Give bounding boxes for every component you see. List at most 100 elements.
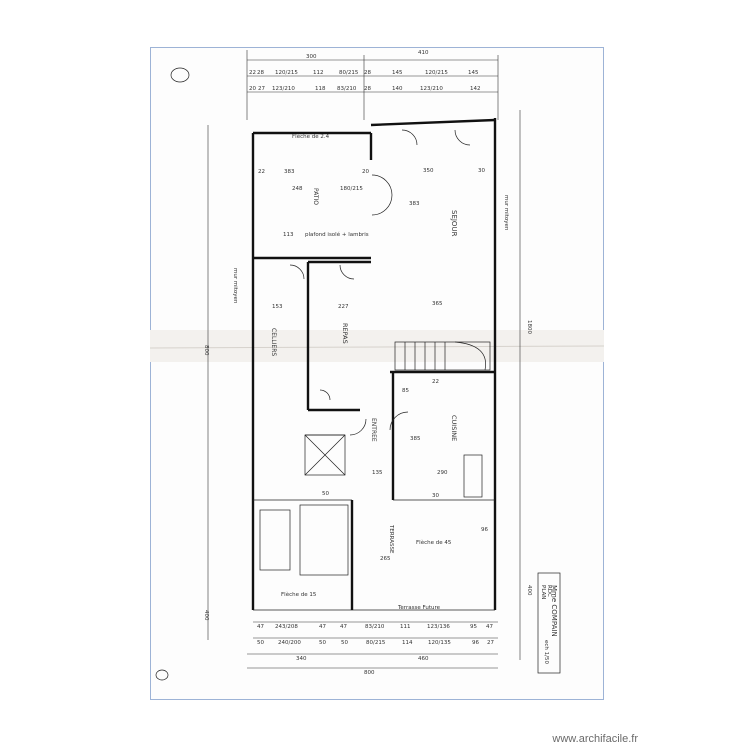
top-dim: 20 bbox=[249, 86, 256, 92]
note-mur-mitoyen-right: mur mitoyen bbox=[503, 195, 509, 231]
interior-dim: 180/215 bbox=[340, 186, 363, 192]
top-dim: 112 bbox=[313, 70, 324, 76]
interior-dim: 383 bbox=[284, 169, 295, 175]
bottom-dim: 27 bbox=[487, 640, 494, 646]
room-label-terrasse: TERRASSE bbox=[388, 524, 394, 554]
room-label-sejour: SEJOUR bbox=[450, 210, 458, 237]
entry-storage bbox=[304, 434, 346, 476]
watermark: www.archifacile.fr bbox=[552, 733, 638, 745]
interior-dim: 22 bbox=[258, 169, 265, 175]
kitchen-sink bbox=[463, 454, 483, 498]
drawing-frame bbox=[150, 47, 604, 700]
bottom-dim: 95 bbox=[470, 624, 477, 630]
garage-stall bbox=[259, 509, 291, 571]
storage-cross bbox=[304, 434, 346, 476]
room-label-cuisine: CUISINE bbox=[450, 415, 458, 441]
bottom-dim: 50 bbox=[319, 640, 326, 646]
interior-dimensions: 22 383 248 180/215 20 350 30 383 113 153… bbox=[258, 168, 488, 562]
bottom-dim: 111 bbox=[400, 624, 411, 630]
bottom-dim: 120/135 bbox=[428, 640, 451, 646]
wall-top-right bbox=[370, 118, 496, 127]
interior-dim: 20 bbox=[362, 169, 369, 175]
title-level: RDC bbox=[546, 585, 552, 597]
title-plan: PLAN bbox=[540, 585, 546, 599]
interior-dim: 265 bbox=[380, 556, 391, 562]
top-dim-410: 410 bbox=[418, 50, 429, 56]
top-dimensions: 300 410 22 28 120/215 112 80/215 28 145 … bbox=[246, 50, 499, 120]
left-dim-total: 800 bbox=[203, 345, 209, 356]
bottom-dim: 96 bbox=[472, 640, 479, 646]
top-dim: 28 bbox=[364, 86, 371, 92]
interior-dim: 96 bbox=[481, 527, 488, 533]
top-dim: 123/210 bbox=[420, 86, 443, 92]
top-dim: 145 bbox=[392, 70, 403, 76]
interior-dim: 30 bbox=[432, 493, 439, 499]
top-dim: 83/210 bbox=[337, 86, 357, 92]
interior-dim: 113 bbox=[283, 232, 294, 238]
top-dim: 123/210 bbox=[272, 86, 295, 92]
interior-dim: 135 bbox=[372, 470, 383, 476]
title-client: Mme COMPAIN bbox=[550, 585, 558, 637]
room-label-entree: ENTREE bbox=[370, 418, 377, 442]
interior-dim: 50 bbox=[322, 491, 329, 497]
interior-dim: 248 bbox=[292, 186, 303, 192]
sheet-mark-top bbox=[170, 67, 190, 83]
bottom-dim: 83/210 bbox=[365, 624, 385, 630]
door-swings bbox=[289, 129, 471, 436]
top-dim: 28 bbox=[364, 70, 371, 76]
sheet-mark-bottom bbox=[155, 669, 169, 681]
bottom-dim: 243/208 bbox=[275, 624, 298, 630]
garage-stall bbox=[299, 504, 349, 576]
top-dim: 22 bbox=[249, 70, 256, 76]
staircase bbox=[394, 341, 491, 371]
interior-dim: 290 bbox=[437, 470, 448, 476]
note-fleche-terrasse: Flèche de 45 bbox=[416, 539, 452, 546]
top-dim: 120/215 bbox=[275, 70, 298, 76]
title-block-frame bbox=[537, 572, 561, 674]
note-fleche-bottom: Flèche de 15 bbox=[281, 591, 317, 598]
bottom-dimensions: 47 243/208 47 47 83/210 111 123/136 95 4… bbox=[247, 621, 498, 676]
annotations: Flèche de 2.4 plafond isolé + lambris Fl… bbox=[232, 133, 509, 611]
top-dim: 80/215 bbox=[339, 70, 359, 76]
room-label-repas: REPAS bbox=[341, 323, 349, 344]
interior-dim: 85 bbox=[402, 388, 409, 394]
door-swing bbox=[339, 264, 355, 280]
bottom-dim: 50 bbox=[341, 640, 348, 646]
top-dim: 27 bbox=[258, 86, 265, 92]
top-dim: 118 bbox=[315, 86, 326, 92]
bottom-dim-460: 460 bbox=[418, 656, 429, 662]
exterior-walls bbox=[251, 118, 497, 611]
door-swing bbox=[371, 174, 393, 196]
interior-dim: 385 bbox=[410, 436, 421, 442]
interior-dim: 22 bbox=[432, 379, 439, 385]
title-scale: ech 1/50 bbox=[543, 640, 549, 664]
room-labels: PATIO SEJOUR REPAS CUISINE ENTREE TERRAS… bbox=[270, 188, 458, 554]
fold-line bbox=[149, 345, 605, 349]
bottom-dim: 47 bbox=[319, 624, 326, 630]
top-dim: 142 bbox=[470, 86, 481, 92]
bottom-dim: 50 bbox=[257, 640, 264, 646]
top-dim: 28 bbox=[257, 70, 264, 76]
door-swing bbox=[289, 264, 305, 280]
interior-dim: 365 bbox=[432, 301, 443, 307]
note-fleche-top: Flèche de 2.4 bbox=[292, 133, 330, 140]
note-terrasse-future: Terrasse Future bbox=[397, 605, 441, 611]
bottom-dim: 123/136 bbox=[427, 624, 450, 630]
bottom-dim: 47 bbox=[257, 624, 264, 630]
bottom-dim: 47 bbox=[340, 624, 347, 630]
bottom-dim-total: 800 bbox=[364, 670, 375, 676]
interior-dim: 153 bbox=[272, 304, 283, 310]
top-dim-300: 300 bbox=[306, 54, 317, 60]
note-plafond: plafond isolé + lambris bbox=[305, 231, 369, 238]
interior-dim: 383 bbox=[409, 201, 420, 207]
interior-walls bbox=[253, 256, 495, 610]
right-dim-total: 1800 bbox=[526, 320, 532, 334]
left-dim-lower: 400 bbox=[203, 610, 209, 621]
side-dimensions: 800 1800 400 400 bbox=[203, 110, 532, 660]
bottom-dim: 114 bbox=[402, 640, 413, 646]
bottom-dim: 240/200 bbox=[278, 640, 301, 646]
top-dim: 120/215 bbox=[425, 70, 448, 76]
bottom-dim-340: 340 bbox=[296, 656, 307, 662]
top-dim: 140 bbox=[392, 86, 403, 92]
